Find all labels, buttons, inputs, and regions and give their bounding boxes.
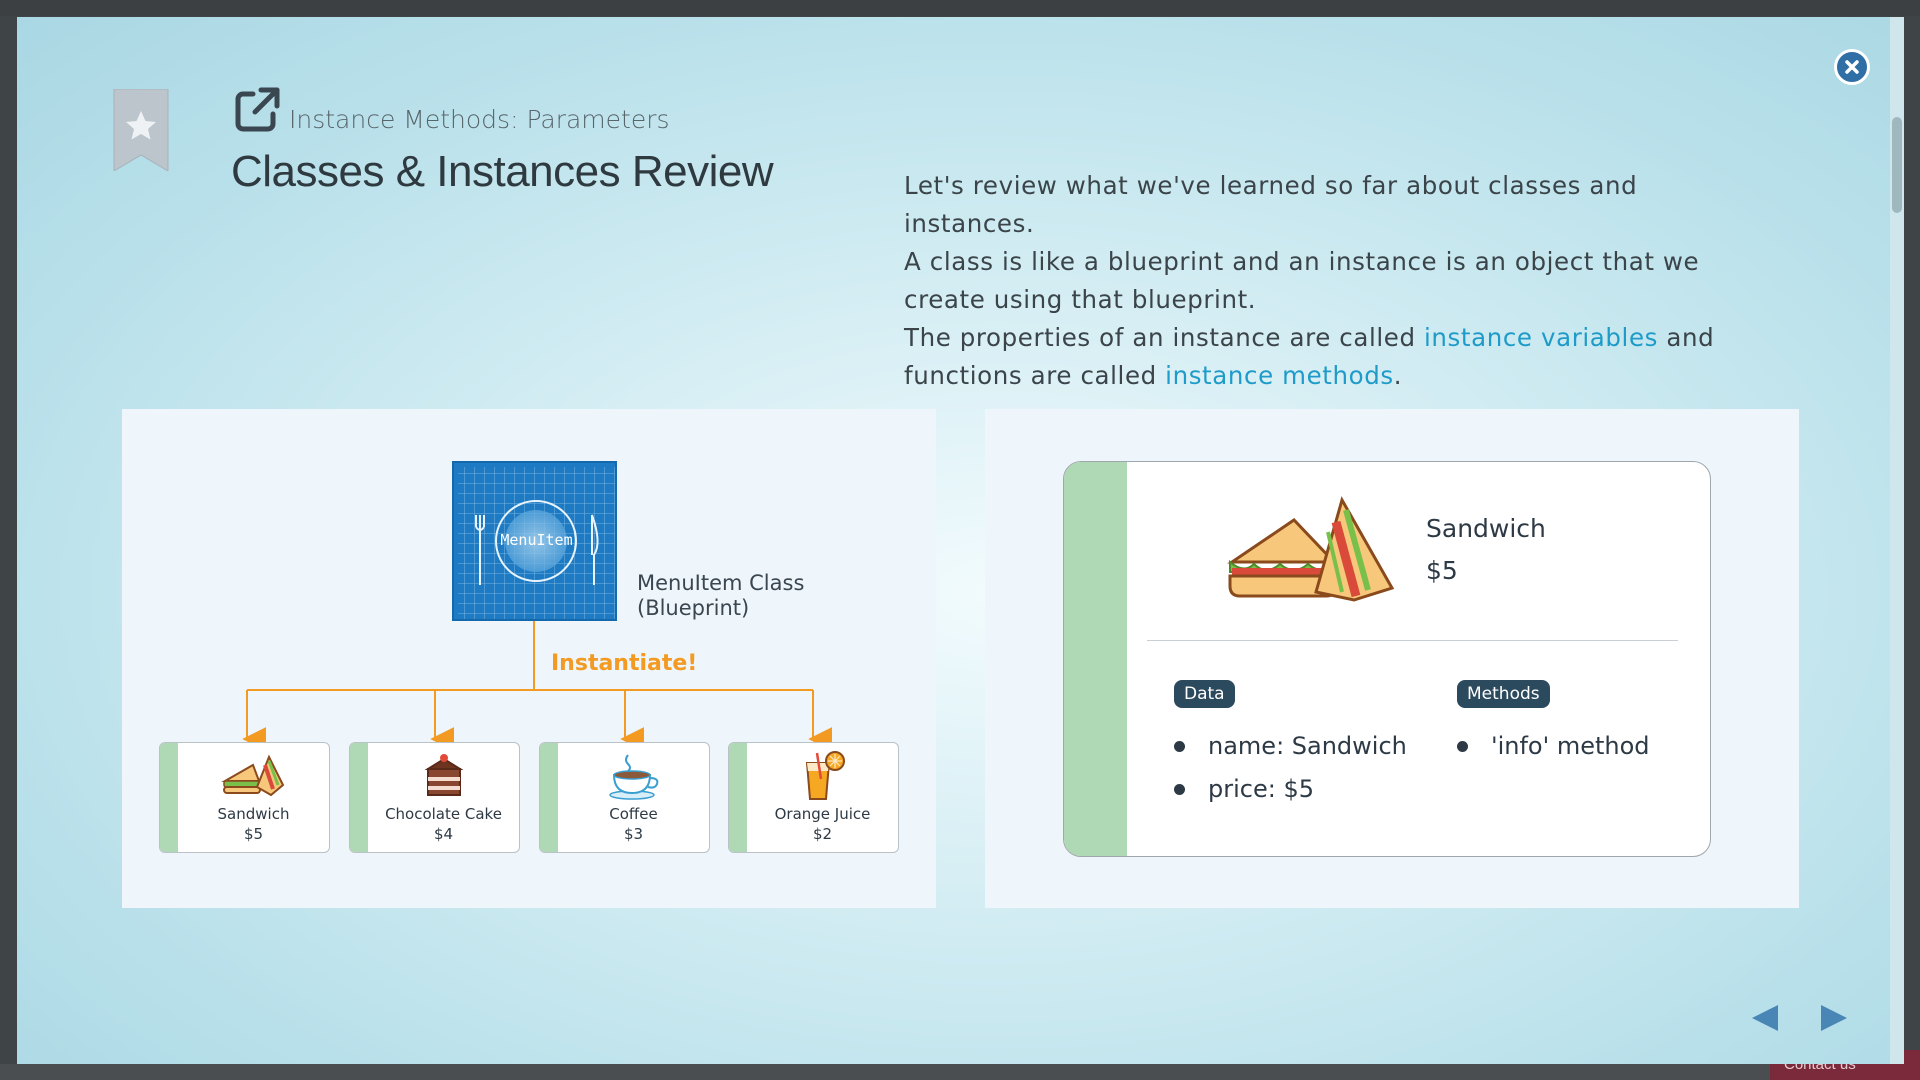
intro-line-2: A class is like a blueprint and an insta… [904,247,1700,314]
external-link-icon[interactable] [233,86,281,134]
instance-name: Chocolate Cake [385,805,502,823]
instance-variables-link[interactable]: instance variables [1424,323,1658,352]
list-item: 'info' method [1457,725,1650,768]
instance-name: Sandwich [217,805,290,823]
card-stripe [350,743,368,852]
instance-methods-link[interactable]: instance methods [1165,361,1394,390]
card-stripe [160,743,178,852]
methods-list: 'info' method [1457,725,1650,768]
close-icon [1845,60,1859,74]
orange-juice-icon [805,751,845,800]
class-label-line-2: (Blueprint) [637,596,750,620]
methods-badge: Methods [1457,680,1550,708]
instance-price: $3 [623,825,644,843]
instance-card-orange-juice[interactable]: Orange Juice $2 [728,742,899,853]
instantiate-label: Instantiate! [551,651,698,676]
intro-text: Let's review what we've learned so far a… [904,167,1764,395]
sandwich-icon [1227,496,1394,602]
instance-name: Coffee [609,805,658,823]
scrollbar[interactable] [1890,17,1904,1064]
card-stripe [729,743,747,852]
intro-line-3-prefix: The properties of an instance are called [904,323,1424,352]
coffee-icon [608,754,658,800]
instance-detail-card: Sandwich $5 Data Methods name: Sandwich … [1063,461,1711,857]
instance-card-sandwich[interactable]: Sandwich $5 [159,742,330,853]
close-button[interactable] [1834,49,1870,85]
detail-price: $5 [1426,556,1458,585]
lesson-subtitle: Instance Methods: Parameters [289,105,670,134]
intro-line-1: Let's review what we've learned so far a… [904,171,1638,238]
instance-name: Orange Juice [774,805,871,823]
data-list: name: Sandwich price: $5 [1174,725,1407,811]
cake-icon [424,754,463,796]
browser-bottom-bar [0,1064,1920,1080]
intro-line-3-suffix: . [1393,361,1403,390]
next-arrow-icon[interactable] [1817,1001,1851,1035]
class-label-line-1: MenuItem Class [637,571,805,595]
detail-name: Sandwich [1426,514,1546,543]
list-item: name: Sandwich [1174,725,1407,768]
detail-divider [1147,640,1678,641]
intro-line-3: The properties of an instance are called… [904,319,1764,395]
instance-detail-panel: Sandwich $5 Data Methods name: Sandwich … [985,409,1799,908]
scrollbar-thumb[interactable] [1892,117,1902,213]
class-diagram-panel: MenuItem MenuItem Class (Blueprint) Inst… [122,409,936,908]
instance-price: $4 [433,825,454,843]
browser-top-bar [0,0,1920,16]
list-item: price: $5 [1174,768,1407,811]
blueprint-grid-icon [458,467,615,619]
page-title: Classes & Instances Review [231,147,774,196]
instance-card-chocolate-cake[interactable]: Chocolate Cake $4 [349,742,520,853]
instance-card-coffee[interactable]: Coffee $3 [539,742,710,853]
instance-price: $2 [812,825,833,843]
card-stripe [1064,462,1127,856]
class-label: MenuItem Class (Blueprint) [637,571,804,621]
data-badge: Data [1174,680,1235,708]
instance-price: $5 [243,825,264,843]
sandwich-icon [220,754,284,797]
intro-line-3-mid: and functions are called [904,323,1715,390]
previous-arrow-icon[interactable] [1748,1001,1782,1035]
instantiate-tree [242,621,833,751]
card-stripe [540,743,558,852]
blueprint-label: MenuItem [500,531,573,549]
bookmark-icon[interactable] [112,89,170,171]
lesson-modal: Instance Methods: Parameters Classes & I… [17,17,1904,1064]
menuitem-blueprint: MenuItem [452,461,617,621]
